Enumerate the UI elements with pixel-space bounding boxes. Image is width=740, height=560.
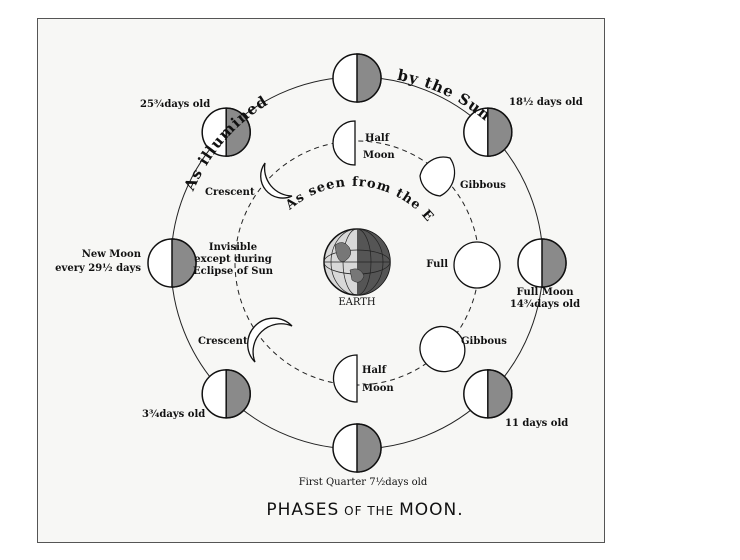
label-bottom-left: 3¾days old (142, 409, 205, 420)
label-right-2: 14¾days old (510, 299, 580, 310)
label-crescent-top: Crescent (205, 187, 255, 198)
label-crescent-bottom: Crescent (198, 336, 248, 347)
outer-moon-top (332, 53, 382, 103)
half-moon-top (332, 120, 356, 166)
moon-shadow (356, 423, 382, 473)
full-moon-inner (453, 241, 501, 289)
label-full: Full (426, 259, 448, 270)
moon-shadow (541, 238, 567, 288)
crescent-bottom (247, 317, 293, 363)
outer-moon-right (517, 238, 567, 288)
moon-shadow (225, 369, 251, 419)
outer-moon-bottom-left (201, 369, 251, 419)
outer-moon-bottom (332, 423, 382, 473)
label-right-1: Full Moon (517, 287, 575, 298)
label-top-right: 18½ days old (509, 97, 583, 108)
label-gibbous-bottom: Gibbous (461, 336, 507, 347)
moon-shadow (171, 238, 197, 288)
label-left-1: New Moon (82, 249, 142, 260)
gibbous-top (419, 156, 456, 197)
label-invisible-2: except during (194, 254, 271, 265)
label-bottom-right: 11 days old (505, 418, 568, 429)
moon-shadow (225, 107, 251, 157)
label-bottom: First Quarter 7½days old (299, 477, 428, 488)
earth-globe-icon (323, 228, 391, 296)
earth-label: EARTH (338, 297, 376, 308)
moon-shadow (487, 107, 513, 157)
label-left-2: every 29½ days (55, 263, 141, 274)
outer-arc-text-right: by the Sun (396, 66, 495, 125)
outer-moon-top-left (201, 107, 251, 157)
label-half-bottom-2: Moon (362, 383, 394, 394)
moon-shadow (487, 369, 513, 419)
label-half-bottom-1: Half (362, 365, 387, 376)
outer-moon-top-right (463, 107, 513, 157)
moon-shadow (356, 53, 382, 103)
crescent-top (260, 162, 293, 199)
diagram-frame (37, 18, 605, 543)
label-invisible-1: Invisible (209, 242, 257, 253)
label-top-left: 25¾days old (140, 99, 210, 110)
half-moon-bottom (332, 354, 358, 403)
label-half-top-1: Half (365, 133, 390, 144)
outer-moon-bottom-right (463, 369, 513, 419)
outer-moon-left (147, 238, 197, 288)
label-invisible-3: Eclipse of Sun (193, 266, 274, 277)
label-half-top-2: Moon (363, 150, 395, 161)
label-gibbous-top: Gibbous (460, 180, 506, 191)
diagram-title: PHASES OF THE MOON. (266, 500, 463, 520)
gibbous-bottom (419, 325, 466, 373)
